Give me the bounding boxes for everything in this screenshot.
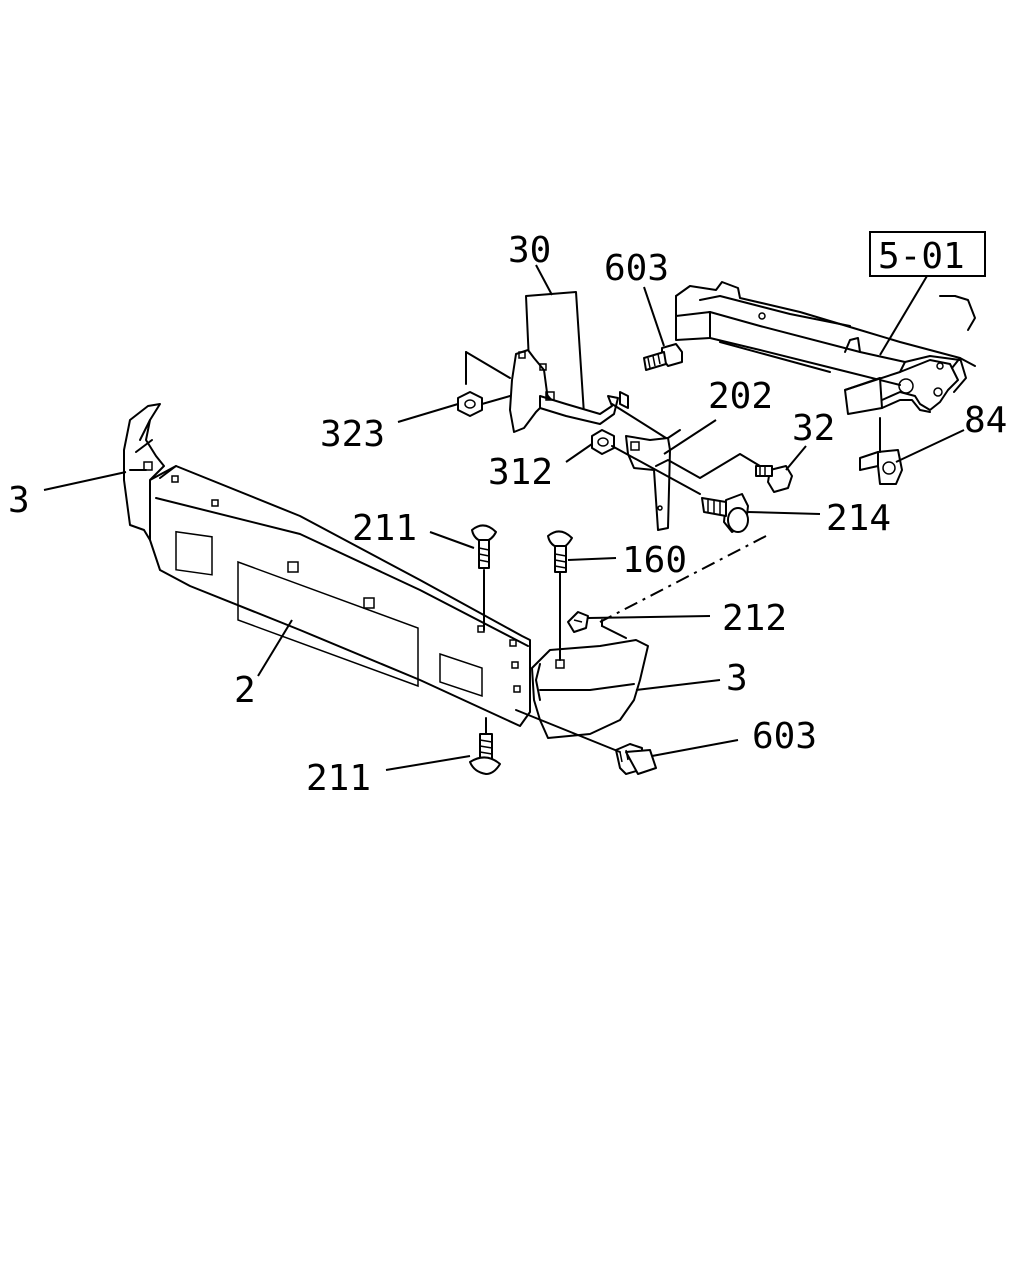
callout-202[interactable]: 202 (708, 376, 773, 417)
bolt-211-top (471, 524, 497, 569)
callout-211-top[interactable]: 211 (352, 508, 417, 549)
nut-323 (457, 391, 483, 417)
bolt-603-top (643, 343, 683, 371)
bumper-corner-right-3 (531, 619, 649, 739)
callout-3-left[interactable]: 3 (8, 480, 30, 521)
bolt-603-bottom (615, 743, 657, 775)
reference-tag-label: 5-01 (878, 236, 965, 277)
leader-lines (43, 264, 965, 771)
bumper-face-2 (149, 465, 531, 727)
assembly-lines (481, 395, 767, 753)
callout-labels: 30 603 202 32 84 323 312 214 3 211 160 2… (8, 230, 1007, 799)
bumper-corner-left-3 (123, 403, 165, 541)
callout-214[interactable]: 214 (826, 498, 891, 539)
callout-212[interactable]: 212 (722, 598, 787, 639)
bracket-84 (859, 417, 903, 485)
bracket-30 (465, 291, 667, 439)
bolt-32 (755, 465, 793, 493)
bolt-211-bottom (469, 733, 501, 775)
leader-5-01 (879, 275, 928, 356)
bolt-214 (701, 493, 749, 533)
reference-tag[interactable]: 5-01 (869, 231, 986, 277)
callout-2[interactable]: 2 (234, 670, 256, 711)
callout-312[interactable]: 312 (488, 452, 553, 493)
callout-84[interactable]: 84 (964, 400, 1007, 441)
callout-32[interactable]: 32 (792, 408, 835, 449)
callout-30[interactable]: 30 (508, 230, 551, 271)
callout-603-bottom[interactable]: 603 (752, 716, 817, 757)
frame-crossmember (675, 281, 976, 415)
bolt-160 (547, 530, 573, 573)
callout-3-right[interactable]: 3 (726, 658, 748, 699)
callout-160[interactable]: 160 (622, 540, 687, 581)
callout-323[interactable]: 323 (320, 414, 385, 455)
clip-212 (567, 611, 589, 633)
callout-603-top[interactable]: 603 (604, 248, 669, 289)
callout-211-bottom[interactable]: 211 (306, 758, 371, 799)
nut-312 (591, 429, 615, 455)
